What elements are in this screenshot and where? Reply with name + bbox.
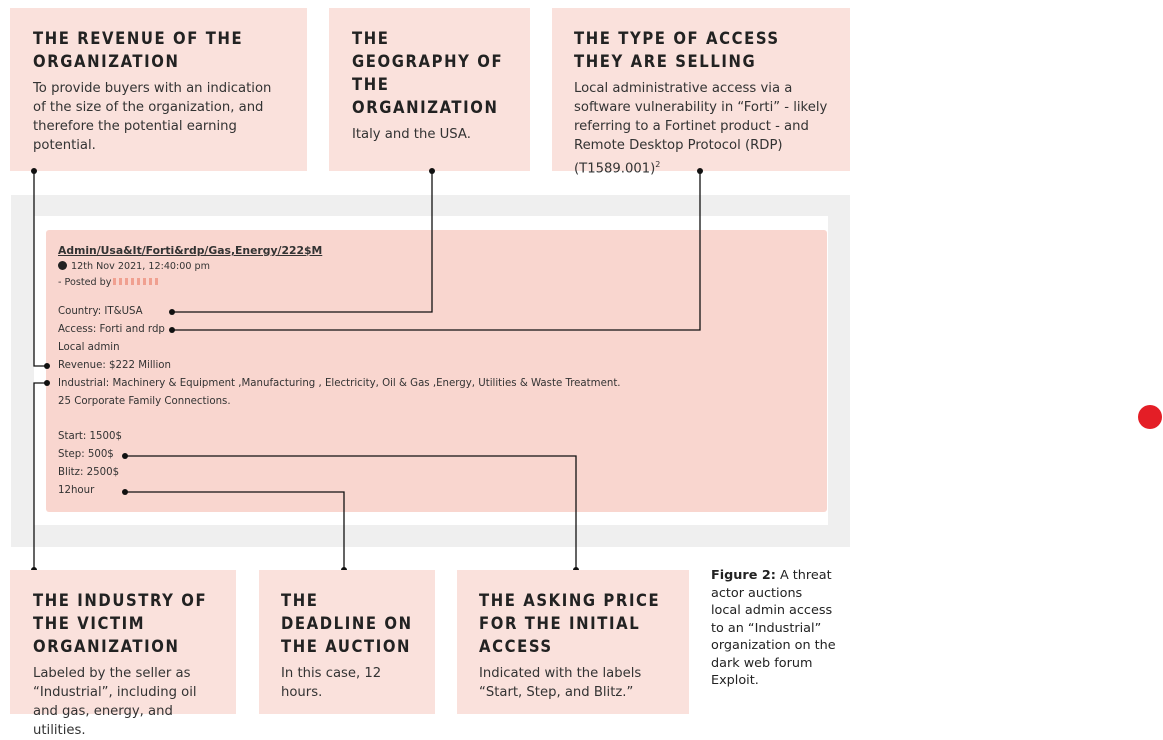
annotation-geography: THE GEOGRAPHY OF THE ORGANIZATION Italy … [329, 8, 530, 171]
post-line-blitz: Blitz: 2500$ [58, 467, 120, 478]
connector-dot [122, 489, 128, 495]
annotation-body: Italy and the USA. [352, 127, 471, 142]
annotation-body: In this case, 12 hours. [281, 666, 382, 700]
annotation-body: Indicated with the labels “Start, Step, … [479, 666, 642, 700]
annotation-revenue: THE REVENUE OF THE ORGANIZATION To provi… [10, 8, 307, 171]
red-dot-marker [1138, 405, 1162, 429]
figure-label: Figure 2: [711, 568, 776, 583]
post-line-step: Step: 500$ [58, 449, 114, 460]
annotation-title: THE REVENUE OF THE ORGANIZATION [33, 29, 244, 71]
connector-access [172, 171, 701, 331]
annotation-asking-price: THE ASKING PRICE FOR THE INITIAL ACCESS … [457, 570, 689, 714]
post-line-start: Start: 1500$ [58, 431, 122, 442]
clock-icon [58, 261, 67, 270]
annotation-industry: THE INDUSTRY OF THE VICTIM ORGANIZATION … [10, 570, 236, 738]
annotation-title: THE TYPE OF ACCESS THEY ARE SELLING [574, 29, 780, 71]
post-line-access: Access: Forti and rdp [58, 324, 165, 335]
connector-price [125, 455, 577, 570]
connector-deadline [125, 491, 345, 570]
post-line-country: Country: IT&USA [58, 306, 143, 317]
annotation-access-type: THE TYPE OF ACCESS THEY ARE SELLING Loca… [552, 8, 850, 176]
connector-dot [697, 168, 703, 174]
post-line-revenue: Revenue: $222 Million [58, 360, 172, 371]
footnote-marker: 2 [655, 160, 661, 169]
annotation-title: THE INDUSTRY OF THE VICTIM ORGANIZATION [33, 591, 208, 656]
forum-post [46, 230, 827, 512]
post-date: 12th Nov 2021, 12:40:00 pm [58, 260, 210, 274]
connector-geography [172, 171, 433, 313]
figure-caption-text: A threat actor auctions local admin acce… [711, 568, 836, 688]
annotation-deadline: THE DEADLINE ON THE AUCTION In this case… [259, 570, 435, 714]
post-title-link[interactable]: Admin/Usa&It/Forti&rdp/Gas,Energy/222$M [58, 244, 323, 257]
connector-dot [429, 168, 435, 174]
annotation-body: To provide buyers with an indication of … [33, 81, 272, 153]
post-line-connections: 25 Corporate Family Connections. [58, 396, 231, 407]
post-author: - Posted by [58, 276, 160, 290]
post-line-industrial: Industrial: Machinery & Equipment ,Manuf… [58, 378, 621, 389]
connector-industry [33, 382, 47, 570]
annotation-title: THE GEOGRAPHY OF THE ORGANIZATION [352, 29, 504, 117]
annotation-title: THE ASKING PRICE FOR THE INITIAL ACCESS [479, 591, 661, 656]
annotation-title: THE DEADLINE ON THE AUCTION [281, 591, 413, 656]
connector-dot [122, 453, 128, 459]
post-line-local-admin: Local admin [58, 342, 120, 353]
connector-dot [44, 380, 50, 386]
annotation-body: Local administrative access via a softwa… [574, 81, 828, 177]
connector-dot [169, 309, 175, 315]
connector-dot [169, 327, 175, 333]
post-line-deadline: 12hour [58, 485, 95, 496]
connector-revenue [33, 171, 47, 367]
connector-dot [44, 363, 50, 369]
connector-dot [31, 168, 37, 174]
annotation-body: Labeled by the seller as “Industrial”, i… [33, 666, 197, 738]
redacted-username [113, 278, 160, 285]
figure-caption: Figure 2: A threat actor auctions local … [711, 567, 836, 690]
